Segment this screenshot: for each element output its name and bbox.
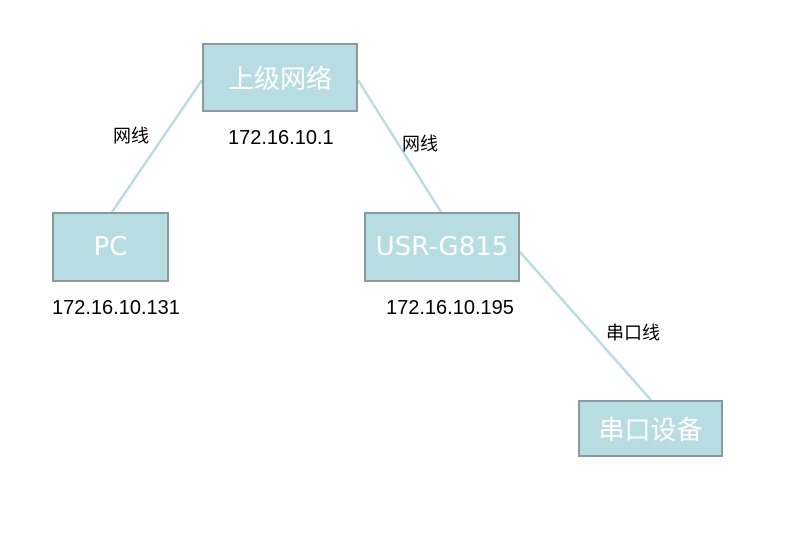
- pc-node: PC: [52, 212, 169, 282]
- serial-device-node: 串口设备: [578, 400, 723, 457]
- pc-label: PC: [93, 232, 128, 262]
- link-label-upstream-g815: 网线: [402, 134, 438, 155]
- serial-device-label: 串口设备: [598, 416, 703, 446]
- link-label-upstream-pc: 网线: [113, 126, 149, 147]
- g815-ip-label: 172.16.10.195: [386, 297, 514, 319]
- link-label-g815-serial: 串口线: [606, 323, 660, 344]
- pc-ip-label: 172.16.10.131: [52, 297, 180, 319]
- upstream-ip-label: 172.16.10.1: [228, 127, 334, 149]
- link-g815-serial: [519, 251, 652, 401]
- upstream-network-node: 上级网络: [202, 43, 358, 112]
- link-upstream-pc: [110, 79, 204, 213]
- link-upstream-g815: [356, 79, 443, 213]
- upstream-network-label: 上级网络: [227, 65, 332, 95]
- usr-g815-label: USR-G815: [375, 232, 509, 262]
- usr-g815-node: USR-G815: [364, 212, 520, 282]
